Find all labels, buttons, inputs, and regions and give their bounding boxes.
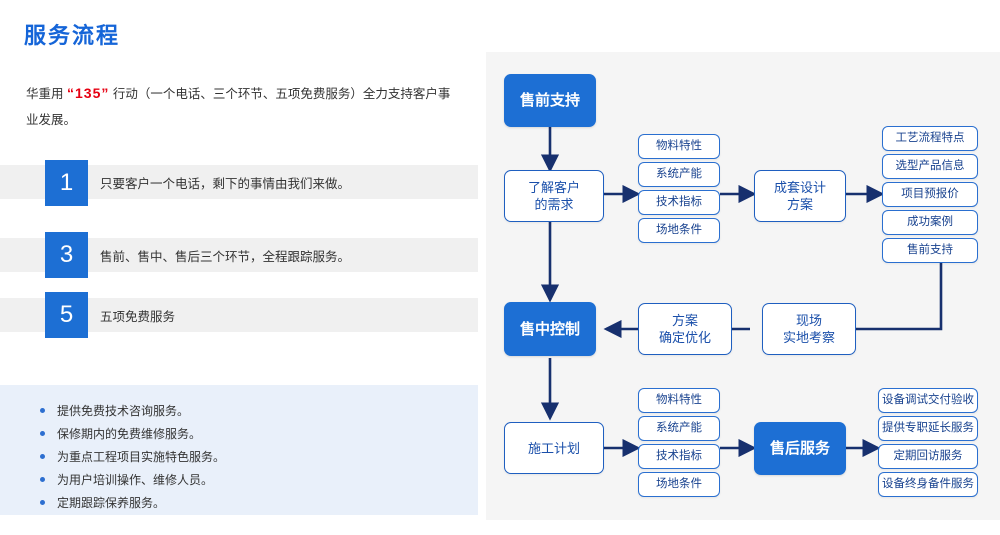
- flow-stage-insale[interactable]: 售中控制: [504, 302, 596, 356]
- bullet-dot-icon: [40, 500, 45, 505]
- flow-node-line1: 成套设计: [773, 180, 826, 195]
- list-item: 为重点工程项目实施特色服务。: [40, 445, 225, 468]
- number-badge-5: 5: [45, 292, 88, 338]
- bullet-dot-icon: [40, 454, 45, 459]
- flow-item-design-3[interactable]: 项目预报价: [882, 182, 978, 207]
- flow-item-construction-1[interactable]: 物料特性: [638, 388, 720, 413]
- free-service-label: 为重点工程项目实施特色服务。: [57, 450, 226, 464]
- flow-item-aftersale-3[interactable]: 定期回访服务: [878, 444, 978, 469]
- flow-node-line2: 确定优化: [658, 330, 711, 345]
- flow-item-demand-3[interactable]: 技术指标: [638, 190, 720, 215]
- flow-item-construction-4[interactable]: 场地条件: [638, 472, 720, 497]
- flow-node-line1: 现场: [795, 313, 822, 328]
- free-service-label: 保修期内的免费维修服务。: [57, 427, 202, 441]
- flow-item-demand-1[interactable]: 物料特性: [638, 134, 720, 159]
- service-flowchart-panel: 售前支持 了解客户 的需求 物料特性 系统产能 技术指标 场地条件 成套设计 方…: [486, 52, 1000, 520]
- flow-item-design-1[interactable]: 工艺流程特点: [882, 126, 978, 151]
- flow-node-onsite-survey[interactable]: 现场 实地考察: [762, 303, 856, 355]
- flow-item-design-2[interactable]: 选型产品信息: [882, 154, 978, 179]
- intro-text-after: 行动（一个电话、三个环节、五项免费服务）全力支持客户事业发展。: [26, 87, 451, 127]
- free-service-label: 提供免费技术咨询服务。: [57, 404, 190, 418]
- numbered-item-text-1: 只要客户一个电话，剩下的事情由我们来做。: [100, 176, 351, 191]
- free-services-list: 提供免费技术咨询服务。 保修期内的免费维修服务。 为重点工程项目实施特色服务。 …: [40, 399, 225, 514]
- free-service-label: 为用户培训操作、维修人员。: [57, 473, 214, 487]
- flow-node-understand-customer-needs[interactable]: 了解客户 的需求: [504, 170, 604, 222]
- number-badge-3: 3: [45, 232, 88, 278]
- bullet-dot-icon: [40, 408, 45, 413]
- flow-node-line1: 方案: [671, 313, 698, 328]
- left-content-column: 服务流程 华重用 “135” 行动（一个电话、三个环节、五项免费服务）全力支持客…: [0, 0, 486, 535]
- bullet-dot-icon: [40, 431, 45, 436]
- flow-stage-presale[interactable]: 售前支持: [504, 74, 596, 127]
- flow-node-complete-design-plan[interactable]: 成套设计 方案: [754, 170, 846, 222]
- free-services-panel: 提供免费技术咨询服务。 保修期内的免费维修服务。 为重点工程项目实施特色服务。 …: [0, 385, 478, 515]
- intro-paragraph: 华重用 “135” 行动（一个电话、三个环节、五项免费服务）全力支持客户事业发展…: [26, 80, 456, 133]
- flow-stage-aftersale[interactable]: 售后服务: [754, 422, 846, 475]
- flow-node-line2: 实地考察: [782, 330, 835, 345]
- flow-item-demand-2[interactable]: 系统产能: [638, 162, 720, 187]
- list-item: 保修期内的免费维修服务。: [40, 422, 225, 445]
- flow-node-line1: 了解客户: [527, 180, 580, 195]
- list-item: 为用户培训操作、维修人员。: [40, 468, 225, 491]
- list-item: 提供免费技术咨询服务。: [40, 399, 225, 422]
- flow-node-construction-plan[interactable]: 施工计划: [504, 422, 604, 474]
- flow-item-aftersale-4[interactable]: 设备终身备件服务: [878, 472, 978, 497]
- numbered-item-text-3: 售前、售中、售后三个环节，全程跟踪服务。: [100, 249, 351, 264]
- intro-text-before: 华重用: [26, 87, 64, 101]
- free-service-label: 定期跟踪保养服务。: [57, 496, 166, 510]
- flow-item-construction-2[interactable]: 系统产能: [638, 416, 720, 441]
- flow-node-plan-confirm-optimize[interactable]: 方案 确定优化: [638, 303, 732, 355]
- flow-node-line2: 方案: [786, 197, 813, 212]
- flow-item-design-5[interactable]: 售前支持: [882, 238, 978, 263]
- list-item: 定期跟踪保养服务。: [40, 491, 225, 514]
- flowchart-connectors: [540, 127, 943, 458]
- page-title: 服务流程: [24, 23, 121, 48]
- flow-item-aftersale-1[interactable]: 设备调试交付验收: [878, 388, 978, 413]
- flow-item-demand-4[interactable]: 场地条件: [638, 218, 720, 243]
- flow-item-design-4[interactable]: 成功案例: [882, 210, 978, 235]
- numbered-item-text-5: 五项免费服务: [100, 309, 176, 324]
- flow-item-construction-3[interactable]: 技术指标: [638, 444, 720, 469]
- bullet-dot-icon: [40, 477, 45, 482]
- intro-highlight-135: “135”: [67, 85, 110, 101]
- flow-item-aftersale-2[interactable]: 提供专职延长服务: [878, 416, 978, 441]
- number-badge-1: 1: [45, 160, 88, 206]
- flow-node-line2: 的需求: [534, 197, 574, 212]
